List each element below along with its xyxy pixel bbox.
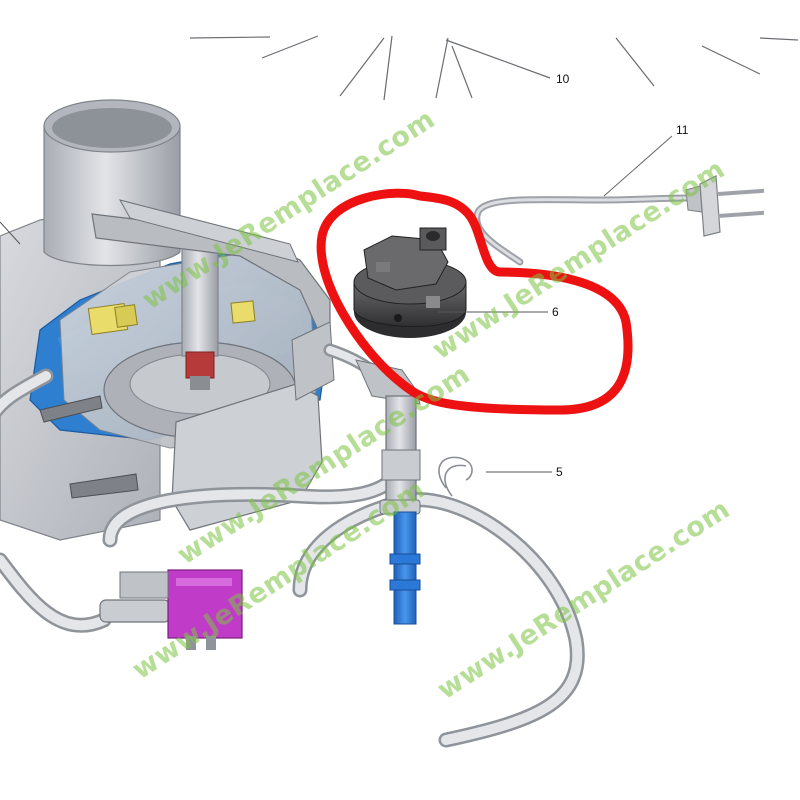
highlight-heart-outline [316, 188, 633, 415]
solenoid-valve [99, 569, 243, 650]
callout-11-leader [603, 135, 673, 197]
power-plug-icon [685, 175, 765, 237]
watermark-text: www.JeRemplace.com [432, 494, 736, 706]
callout-5-label: 5 [556, 465, 563, 479]
outlet-pipe [355, 359, 421, 625]
callout-10-label: 10 [556, 72, 570, 86]
hose-tubing [0, 343, 585, 748]
connector-block-yellow [87, 300, 256, 335]
part-10-fragment-lines [189, 35, 799, 101]
callout-11-label: 11 [676, 123, 689, 137]
callout-6-label: 6 [552, 305, 559, 319]
part-6-thermostat [353, 227, 467, 338]
part-11-power-cord [473, 175, 765, 266]
watermark-text: www.JeRemplace.com [427, 154, 731, 366]
part-5-spring-clip [438, 456, 473, 497]
boiler-assembly [0, 99, 335, 541]
